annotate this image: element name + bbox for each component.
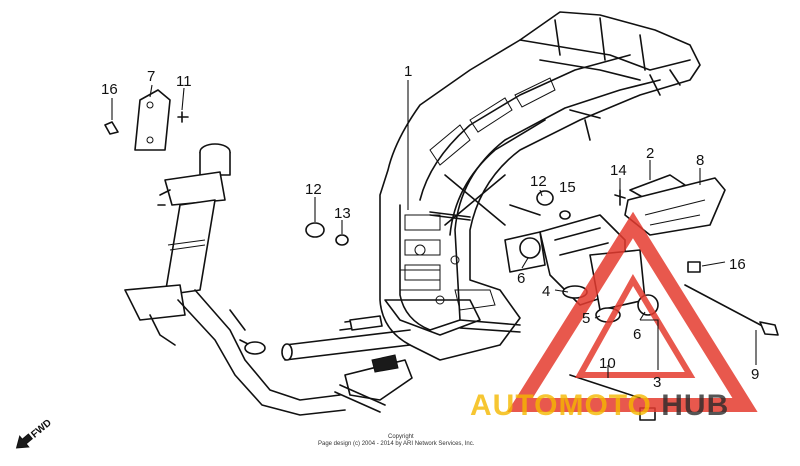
callout-3: 3 [653, 374, 661, 391]
callout-13: 13 [334, 205, 351, 222]
front-downtube [124, 143, 346, 416]
callout-8: 8 [696, 152, 704, 169]
callouts: 1 2 3 4 5 6 6 7 8 9 10 11 12 12 13 14 15… [101, 63, 759, 391]
leader-lines [111, 80, 757, 378]
callout-16a: 16 [101, 81, 118, 98]
callout-4: 4 [542, 283, 550, 300]
watermark-triangle [507, 211, 758, 412]
callout-12a: 12 [305, 181, 322, 198]
lower-crosstube [281, 315, 413, 413]
fwd-label: FWD [29, 417, 54, 440]
watermark-logo: AUTOMOTO HUB [470, 389, 729, 422]
callout-16b: 16 [729, 256, 746, 273]
callout-5: 5 [582, 310, 590, 327]
callout-9: 9 [751, 366, 759, 383]
callout-6a: 6 [517, 270, 525, 287]
callout-2: 2 [646, 145, 654, 162]
copyright-line-2: Page design (c) 2004 - 2014 by ARI Netwo… [318, 441, 475, 447]
copyright-line-1: Copyright [388, 434, 414, 440]
callout-15: 15 [559, 179, 576, 196]
main-frame [379, 11, 701, 361]
callout-12b: 12 [530, 173, 547, 190]
rear-assembly [504, 174, 779, 421]
washer-12-13-left [305, 190, 571, 246]
callout-7: 7 [147, 68, 155, 85]
watermark-text: AUTOMOTO [470, 389, 652, 422]
callout-10: 10 [599, 355, 616, 372]
fwd-arrow: FWD [15, 417, 54, 449]
svg-text:AUTOMOTO HUB: AUTOMOTO HUB [470, 389, 729, 422]
callout-1: 1 [404, 63, 412, 80]
callout-11: 11 [176, 73, 192, 90]
copyright-notice: Copyright Page design (c) 2004 - 2014 by… [318, 434, 475, 447]
bracket-7 [104, 89, 189, 151]
callout-6b: 6 [633, 326, 641, 343]
callout-14: 14 [610, 162, 627, 179]
watermark-text-suffix: HUB [661, 389, 729, 422]
